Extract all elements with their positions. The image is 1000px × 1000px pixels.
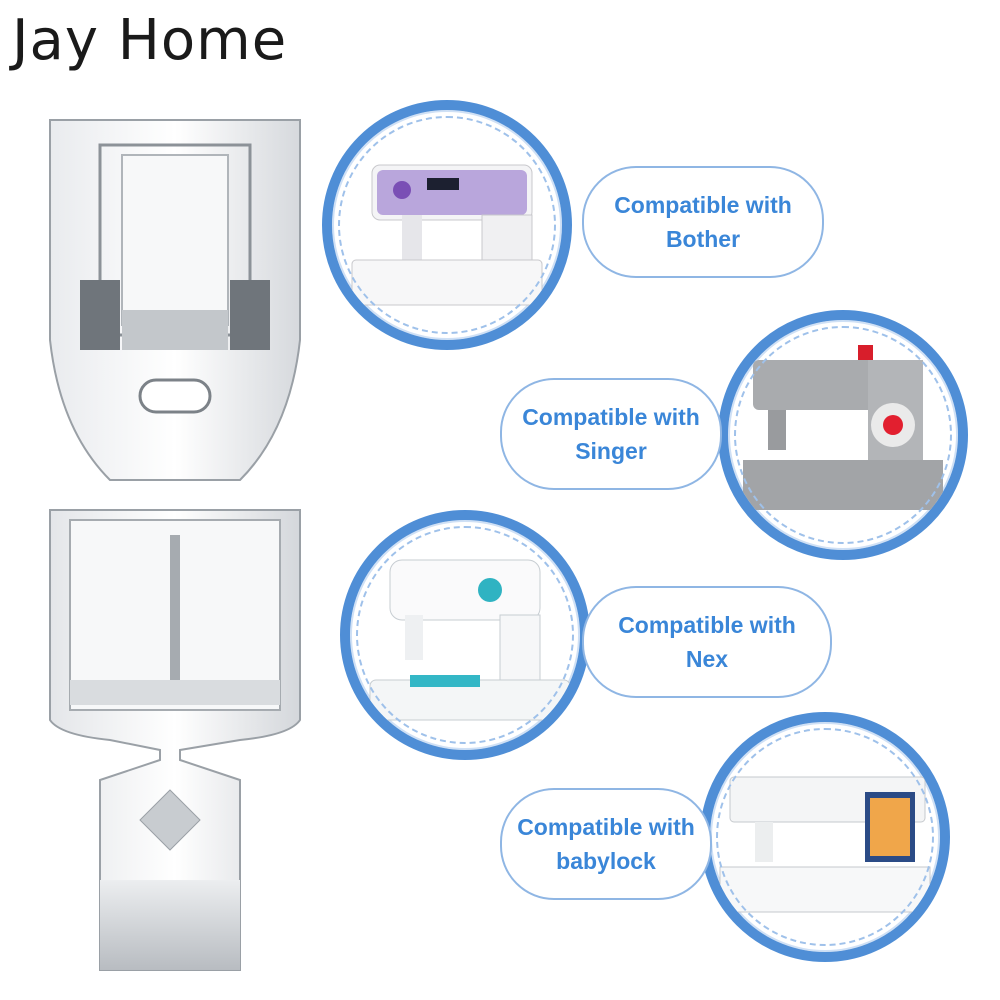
brand-logo: Jay Home <box>12 8 288 73</box>
compat-line1: Compatible with <box>614 192 792 218</box>
compat-line1: Compatible with <box>517 814 695 840</box>
nex-machine-circle <box>340 510 590 760</box>
compat-label-babylock: Compatible with babylock <box>500 788 712 900</box>
babylock-machine-circle <box>700 712 950 962</box>
compat-label-singer: Compatible with Singer <box>500 378 722 490</box>
compat-brand: Singer <box>575 438 647 464</box>
compat-line1: Compatible with <box>522 404 700 430</box>
zipper-foot-bottom-image <box>49 509 301 971</box>
compat-brand: Nex <box>685 646 729 672</box>
brother-machine-circle <box>322 100 572 350</box>
compat-brand: Bother <box>665 226 741 252</box>
zipper-foot-top-image <box>49 119 301 481</box>
compat-line1: Compatible with <box>618 612 796 638</box>
compat-brand: babylock <box>556 848 656 874</box>
sewing-machine-icon <box>719 776 931 913</box>
compat-label-bother: Compatible with Bother <box>582 166 824 278</box>
sewing-machine-icon <box>369 559 571 721</box>
singer-machine-circle <box>718 310 968 560</box>
sewing-machine-icon <box>351 164 543 306</box>
compat-label-nex: Compatible with Nex <box>582 586 832 698</box>
sewing-machine-icon <box>743 345 943 510</box>
